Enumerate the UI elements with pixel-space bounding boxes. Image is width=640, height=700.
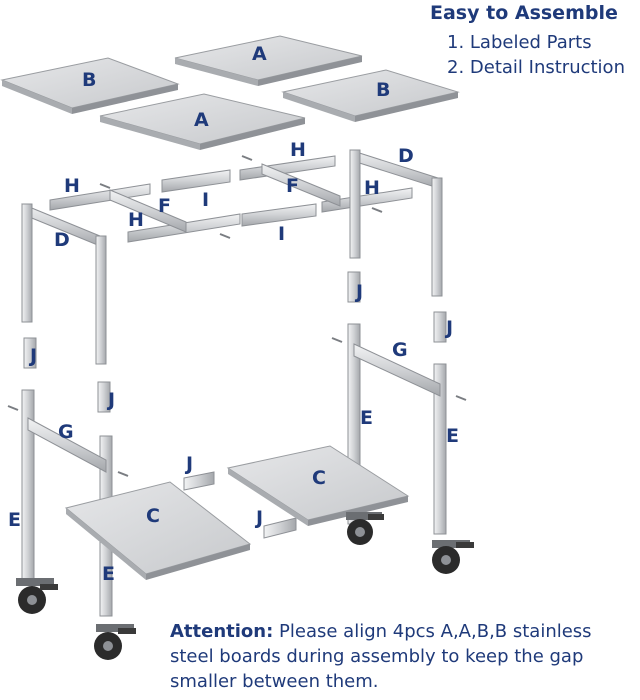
label-e: E [360,407,373,429]
header-title: Easy to Assemble [430,2,618,24]
label-b: B [376,79,390,101]
caster-wheel-icon [16,578,58,614]
attention-text: Please align 4pcs A,A,B,B stainless stee… [170,621,592,692]
label-j: J [444,317,453,339]
caster-wheel-icon [346,512,384,545]
shelf-c-right [226,445,410,526]
label-g: G [58,421,74,443]
label-j: J [354,281,363,303]
label-h: H [64,175,80,197]
frame-d-right [349,149,443,297]
connectors-j [23,271,447,539]
caster-wheel-icon [94,624,136,660]
label-j: J [184,453,193,475]
board-a-front [99,93,306,150]
label-e: E [102,563,115,585]
label-h: H [290,139,306,161]
label-f: F [158,195,171,217]
label-e: E [8,509,21,531]
screw-icon [7,155,467,477]
board-b-left [0,57,180,114]
board-b-right [281,69,460,122]
label-g: G [392,339,408,361]
label-a: A [194,109,209,131]
label-c: C [146,505,160,527]
header-item-detail-instruction: 2. Detail Instruction [447,57,625,78]
label-i: I [278,223,285,245]
label-h: H [364,177,380,199]
label-f: F [286,175,299,197]
label-a: A [252,43,267,65]
caster-wheel-icon [432,540,474,574]
label-j: J [28,345,37,367]
label-e: E [446,425,459,447]
shelf-c-left [64,481,252,580]
label-j: J [254,507,263,529]
label-d: D [398,145,414,167]
frame-lower-left [21,389,113,617]
label-b: B [82,69,96,91]
board-a-back [174,35,363,86]
attention-note: Attention: Please align 4pcs A,A,B,B sta… [170,619,638,694]
header-item-labeled-parts: 1. Labeled Parts [447,32,592,53]
part-labels: A A B B C C D D E E E E F F G G H H H H … [8,43,459,585]
top-frame [49,155,413,243]
label-h: H [128,209,144,231]
label-i: I [202,189,209,211]
frame-d-left [21,203,107,365]
attention-prefix: Attention: [170,621,274,642]
label-d: D [54,229,70,251]
label-c: C [312,467,326,489]
label-j: J [106,389,115,411]
